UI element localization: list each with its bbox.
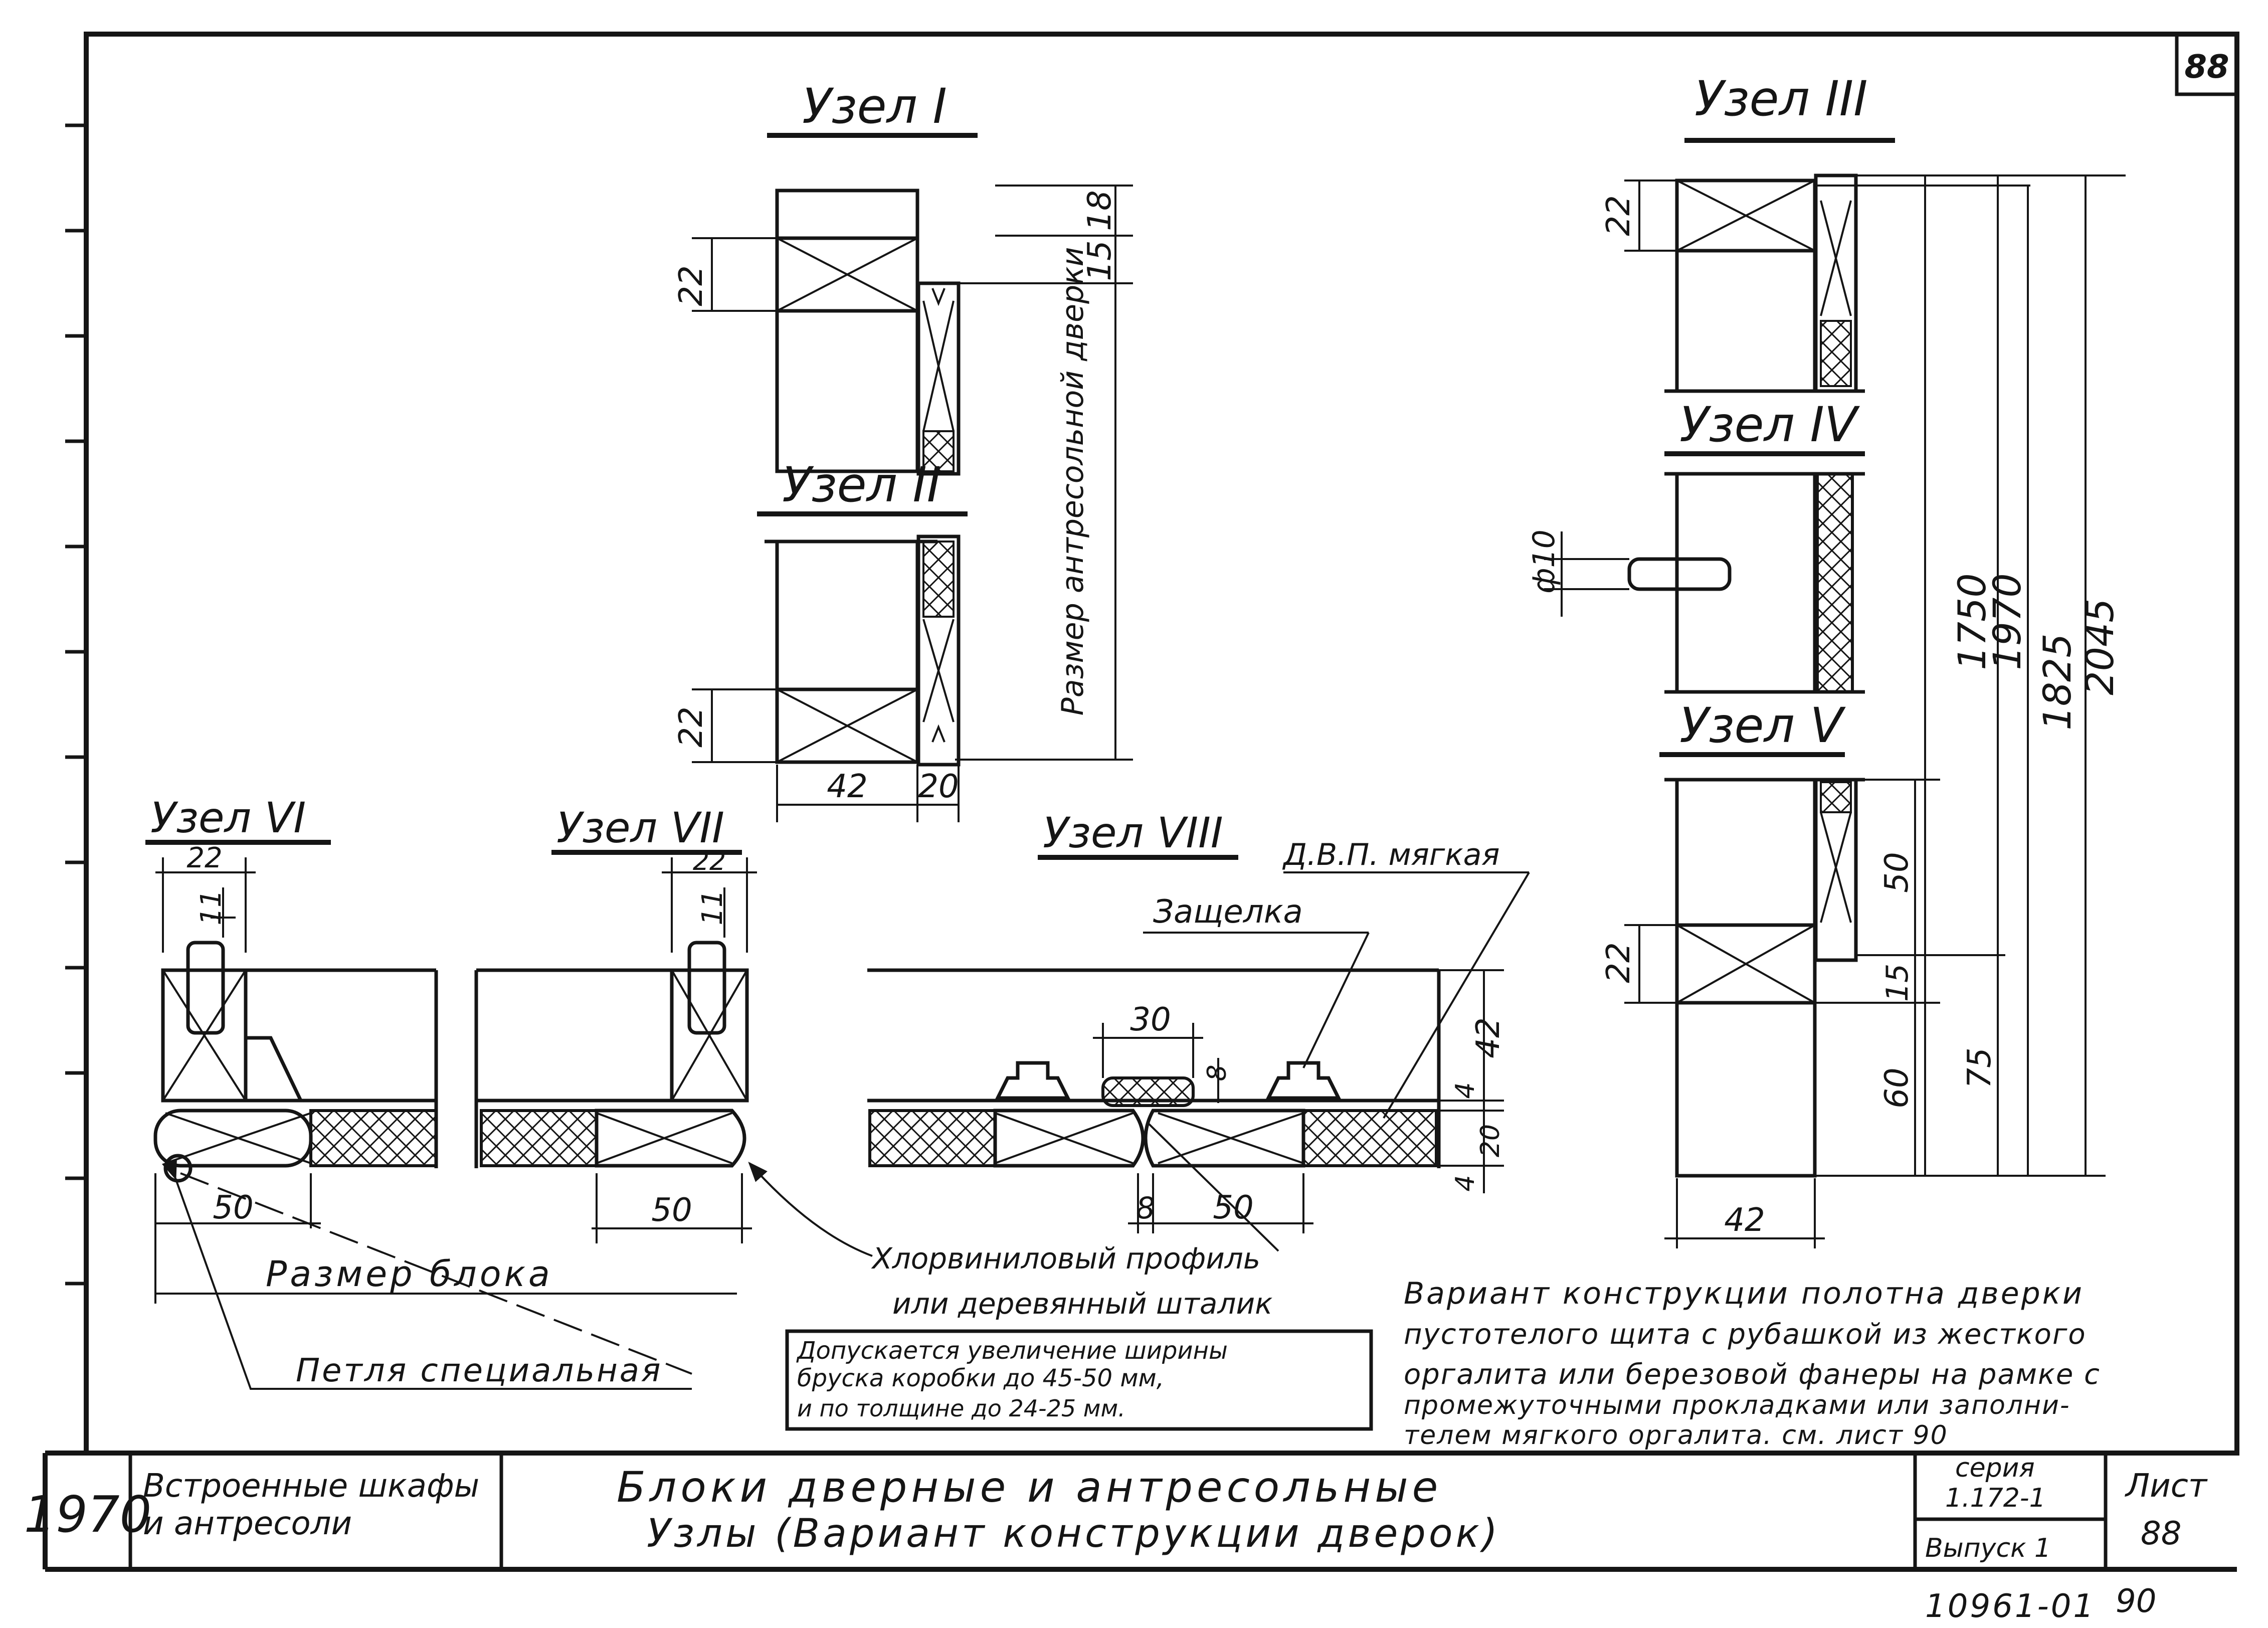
- dim-15-node5: 15: [1880, 964, 1915, 1002]
- node-5-title: Узел V: [1679, 697, 1846, 754]
- dim-phi10: ф10: [1527, 529, 1562, 594]
- box-note-line1: Допускается увеличение ширины: [796, 1337, 1228, 1365]
- dim-42-node8: 42: [1470, 1017, 1507, 1058]
- sheet-frame: [65, 32, 2239, 1456]
- node-7-title: Узел VII: [556, 803, 724, 852]
- series-label: серия: [1955, 1453, 2035, 1483]
- dim-22-node3: 22: [1600, 195, 1637, 236]
- title-line1: Блоки дверные и антресольные: [617, 1463, 1442, 1512]
- dim-22-node1: 22: [673, 265, 710, 306]
- sheet-label: Лист: [2125, 1468, 2208, 1505]
- hinge-label: Петля специальная: [296, 1352, 663, 1389]
- variant-note-line2: пустотелого щита с рубашкой из жесткого: [1404, 1318, 2087, 1351]
- variant-note-line4: промежуточными прокладками или заполни-: [1404, 1390, 2070, 1420]
- dim-20-node2: 20: [918, 768, 959, 805]
- node-6-title: Узел VI: [150, 793, 306, 842]
- dvp-label: Д.В.П. мягкая: [1282, 837, 1499, 872]
- dim-22-node2: 22: [673, 706, 710, 747]
- dim-1750: 1750: [1950, 573, 1994, 670]
- profile-label-line2: или деревянный шталик: [892, 1287, 1272, 1321]
- variant-note-line1: Вариант конструкции полотна дверки: [1404, 1276, 2084, 1311]
- node-3-title: Узел III: [1694, 71, 1867, 127]
- box-note-line3: и по толщине до 24-25 мм.: [797, 1395, 1125, 1422]
- sheet-value: 88: [2141, 1515, 2181, 1552]
- dim-15: 15: [1081, 240, 1118, 281]
- series-value: 1.172-1: [1945, 1483, 2046, 1513]
- latch-label: Защелка: [1153, 893, 1303, 931]
- dim-50-node5: 50: [1878, 852, 1916, 892]
- dim-4-bottom: 4: [1450, 1175, 1480, 1191]
- dim-50-node6: 50: [213, 1189, 253, 1226]
- door-size-label: Размер антресольной дверки: [1055, 247, 1090, 716]
- section-line1: Встроенные шкафы: [143, 1468, 479, 1505]
- dim-4-top: 4: [1450, 1082, 1480, 1099]
- node-8-title: Узел VIII: [1043, 808, 1223, 857]
- issue-label: Выпуск 1: [1925, 1533, 2051, 1563]
- dim-22-node5: 22: [1600, 942, 1637, 983]
- dim-22-node6: 22: [186, 842, 222, 874]
- variant-note-line3: оргалита или березовой фанеры на рамке с: [1404, 1358, 2101, 1391]
- variant-note-line5: телем мягкого оргалита. см. лист 90: [1404, 1420, 1948, 1451]
- node-2-title: Узел II: [782, 457, 941, 513]
- dim-30: 30: [1130, 1001, 1171, 1038]
- profile-label-line1: Хлорвиниловый профиль: [871, 1241, 1260, 1276]
- dim-75: 75: [1961, 1047, 1998, 1088]
- node-3-5-drawing: [1544, 173, 2126, 1248]
- footer-code: 10961-01: [1925, 1588, 2096, 1625]
- door-size-label-line1: Размер антресольной дверки: [1055, 247, 1090, 716]
- box-note-line2: бруска коробки до 45-50 мм,: [797, 1364, 1164, 1392]
- dim-1825: 1825: [2035, 633, 2080, 730]
- dim-42-node2: 42: [827, 768, 867, 805]
- sheet-number-corner: 88: [2184, 49, 2229, 86]
- year-label: 1970: [24, 1485, 152, 1544]
- dim-8-latch: 8: [1202, 1064, 1232, 1081]
- dim-18: 18: [1081, 190, 1118, 231]
- dim-42-node5: 42: [1724, 1202, 1765, 1239]
- dim-60: 60: [1878, 1067, 1916, 1108]
- node-6-drawing: [153, 857, 737, 1390]
- dim-11-node6: 11: [195, 889, 228, 925]
- node-1-drawing: [692, 185, 1133, 760]
- footer-page: 90: [2116, 1583, 2156, 1620]
- dim-11-node7: 11: [696, 889, 729, 925]
- title-block: [43, 1451, 2237, 1572]
- note-box: [785, 1329, 1373, 1431]
- node-1-title: Узел I: [802, 78, 947, 134]
- dim-2045: 2045: [2077, 598, 2122, 695]
- dim-8-gap: 8: [1136, 1191, 1155, 1226]
- node-7-drawing: [476, 857, 873, 1257]
- node-8-drawing: [867, 871, 1530, 1252]
- dim-22-node7: 22: [693, 846, 726, 876]
- section-line2: и антресоли: [143, 1505, 352, 1542]
- node-4-title: Узел IV: [1679, 397, 1860, 453]
- dim-50-node7: 50: [651, 1192, 692, 1229]
- dim-50-node8: 50: [1213, 1189, 1253, 1226]
- block-size-label: Размер блока: [266, 1253, 553, 1295]
- dim-1970: 1970: [1985, 573, 2029, 670]
- dim-20-node8: 20: [1475, 1124, 1505, 1157]
- node-2-drawing: [692, 534, 1133, 822]
- title-line2: Узлы (Вариант конструкции дверок): [647, 1511, 1500, 1556]
